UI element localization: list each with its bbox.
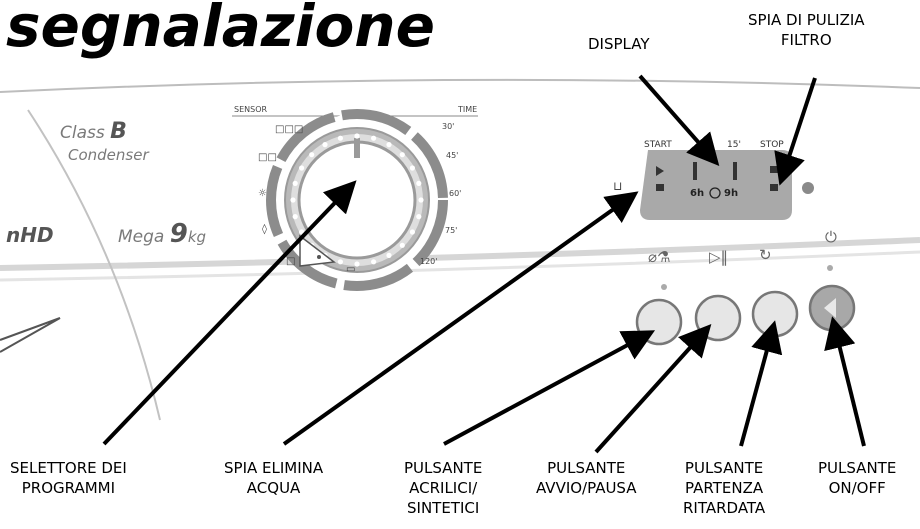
drain-icon: ⊔ bbox=[613, 179, 622, 193]
arrow-onoff bbox=[824, 316, 866, 447]
callout-onoff-button: PULSANTE ON/OFF bbox=[818, 459, 897, 497]
panel-top-edge bbox=[0, 78, 920, 93]
power-icon: ⏻ bbox=[825, 228, 837, 246]
display-time-left: 6h bbox=[690, 188, 704, 199]
dial-dot bbox=[309, 152, 315, 158]
svg-text:□□: □□ bbox=[258, 152, 277, 163]
dial-dot bbox=[416, 214, 422, 220]
filter-indicator bbox=[802, 182, 814, 194]
dial-dot bbox=[399, 242, 405, 248]
onoff-button bbox=[808, 284, 856, 332]
dial-dot bbox=[399, 152, 405, 158]
delay-button bbox=[751, 290, 799, 338]
dial-dots bbox=[290, 133, 424, 267]
dial-dot bbox=[416, 180, 422, 186]
dial-sensor-label: SENSOR bbox=[234, 105, 267, 114]
brand-class: Class B bbox=[60, 119, 127, 144]
time-mark-60: 60' bbox=[449, 189, 461, 198]
svg-text:☼: ☼ bbox=[258, 188, 267, 199]
svg-text:□: □ bbox=[286, 256, 295, 267]
time-mark-45: 45' bbox=[446, 151, 458, 160]
arrow-display bbox=[638, 74, 720, 167]
heading: segnalazione bbox=[6, 0, 435, 60]
callout-acrylic-button: PULSANTE ACRILICI/ SINTETICI bbox=[404, 459, 483, 517]
display-15: 15' bbox=[727, 140, 741, 150]
dial-time-label: TIME bbox=[457, 105, 477, 114]
callout-drain-light: SPIA ELIMINA ACQUA bbox=[224, 459, 324, 497]
arrow-delay bbox=[739, 320, 783, 447]
panel-lower-band bbox=[0, 237, 920, 271]
play-pause-icon: ▷‖ bbox=[709, 248, 728, 266]
brand-line: nHD bbox=[6, 223, 54, 247]
display-time-right: 9h bbox=[724, 188, 738, 199]
arrow-start-pause bbox=[594, 324, 712, 454]
delay-icon: ↻ bbox=[759, 246, 772, 264]
program-dial bbox=[266, 109, 448, 291]
time-mark-120: 120' bbox=[420, 257, 437, 266]
dial-dot bbox=[299, 229, 305, 235]
display-start: START bbox=[644, 140, 672, 150]
panel-lower-band-2 bbox=[0, 250, 920, 282]
brand-type: Condenser bbox=[68, 146, 149, 164]
door-curve bbox=[27, 109, 161, 421]
dial-dot bbox=[322, 142, 328, 148]
brand-capacity: Mega 9kg bbox=[118, 219, 206, 249]
dial-dot bbox=[409, 229, 415, 235]
time-mark-30: 30' bbox=[442, 122, 454, 131]
display-panel: START 15' STOP 6h 9h bbox=[640, 140, 792, 220]
dial-dot bbox=[371, 135, 377, 141]
arrow-drain-light bbox=[282, 191, 639, 446]
dial-dot bbox=[292, 180, 298, 186]
display-stop: STOP bbox=[760, 140, 784, 150]
dial-dot bbox=[409, 165, 415, 171]
svg-text:◊: ◊ bbox=[262, 223, 267, 235]
dial-dot bbox=[337, 259, 343, 265]
door-lip bbox=[0, 317, 61, 353]
arrow-filter bbox=[774, 77, 817, 186]
svg-text:□□□: □□□ bbox=[275, 124, 303, 135]
dial-dot bbox=[418, 197, 424, 203]
dial-dot bbox=[292, 214, 298, 220]
callout-display: DISPLAY bbox=[588, 35, 650, 53]
dial-dot bbox=[354, 133, 360, 139]
dial-dot bbox=[290, 197, 296, 203]
callout-filter-light: SPIA DI PULIZIA FILTRO bbox=[748, 11, 865, 49]
callout-delay-button: PULSANTE PARTENZA RITARDATA bbox=[683, 459, 766, 517]
dial-dot bbox=[386, 252, 392, 258]
dial-dot bbox=[371, 259, 377, 265]
dial-dot bbox=[337, 135, 343, 141]
dial-dot bbox=[354, 261, 360, 267]
acrylic-icon: ⌀⚗ bbox=[648, 248, 670, 266]
time-mark-75: 75' bbox=[445, 226, 457, 235]
svg-text:▭: ▭ bbox=[346, 264, 355, 275]
dial-dot bbox=[299, 165, 305, 171]
callout-arrows bbox=[102, 74, 866, 454]
dial-dot bbox=[386, 142, 392, 148]
arrow-acrylic bbox=[443, 330, 656, 446]
callout-program-selector: SELETTORE DEI PROGRAMMI bbox=[10, 459, 127, 497]
arrow-program-selector bbox=[102, 180, 357, 446]
callout-start-pause-button: PULSANTE AVVIO/PAUSA bbox=[536, 459, 637, 497]
